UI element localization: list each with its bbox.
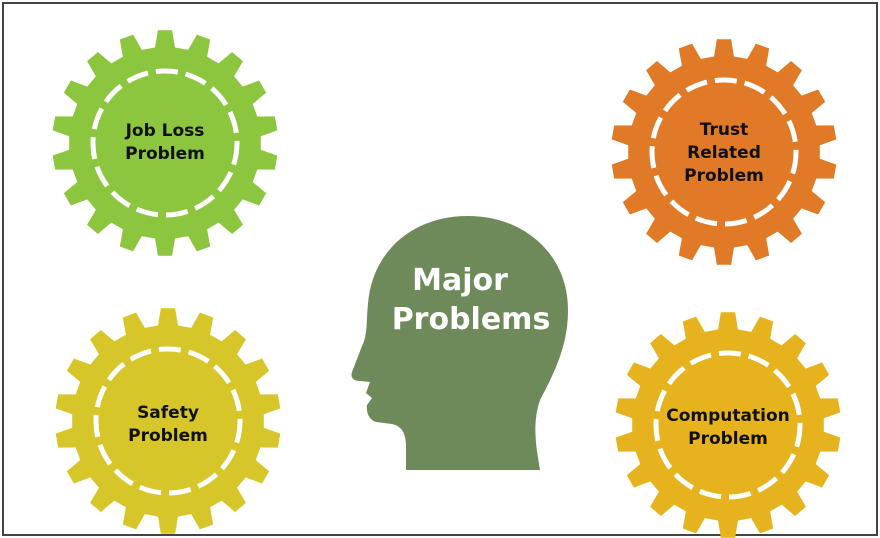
center-label-line-2: Problems: [392, 302, 551, 337]
gear-safety-label-2: Problem: [128, 426, 208, 446]
gear-computation-label-1: Computation: [666, 406, 789, 426]
gear-computation-shape: [615, 312, 841, 538]
gear-safety-dashed-ring: [93, 346, 243, 496]
gear-computation: Computation Problem: [615, 312, 841, 538]
gear-job-loss-dashed-ring: [90, 68, 240, 218]
gear-safety: Safety Problem: [55, 308, 281, 534]
gear-computation-label-2: Problem: [688, 429, 768, 449]
gear-trust-related: Trust Related Problem: [611, 39, 837, 265]
gear-trust-related-dashed-ring: [649, 77, 799, 227]
gear-job-loss-shape: [52, 30, 278, 256]
gear-job-loss-label-2: Problem: [125, 144, 205, 164]
gear-computation-dashed-ring: [653, 350, 803, 500]
center-label-line-1: Major: [412, 263, 508, 298]
gear-job-loss: Job Loss Problem: [52, 30, 278, 256]
gear-trust-related-shape: [611, 39, 837, 265]
head-silhouette: Major Problems: [351, 216, 568, 470]
gear-safety-shape: [55, 308, 281, 534]
gear-safety-label-1: Safety: [137, 403, 199, 423]
gear-trust-related-label-2: Related: [687, 143, 761, 163]
gear-trust-related-label-3: Problem: [684, 166, 764, 186]
gear-job-loss-label-1: Job Loss: [125, 121, 205, 141]
gear-trust-related-label-1: Trust: [700, 120, 748, 140]
